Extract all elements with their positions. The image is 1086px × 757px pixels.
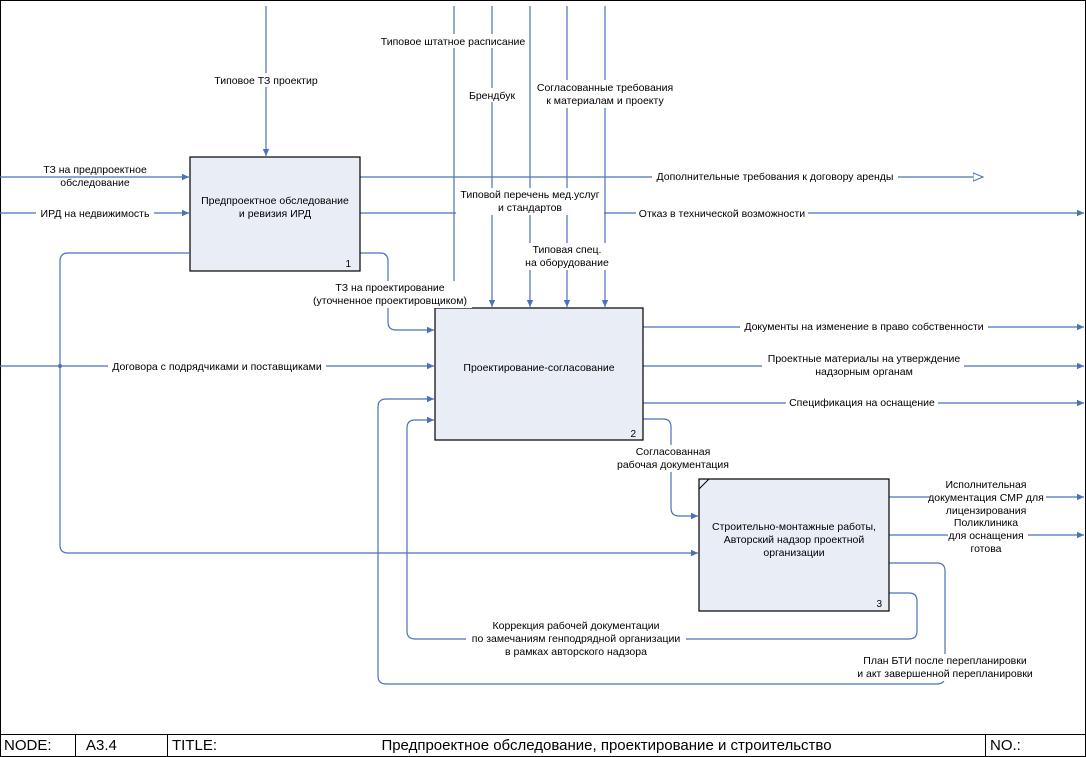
label-extra-req: Дополнительные требования к договору аре… [657, 171, 894, 183]
label-exec-docs-1: Исполнительная [946, 479, 1027, 491]
label-correction-1: Коррекция рабочей документации [493, 620, 660, 632]
box3-line3: организации [763, 547, 824, 559]
label-design-materials-2: надзорным органам [815, 366, 913, 378]
footer-node-label: NODE: [0, 735, 76, 757]
junction-dot [58, 364, 62, 368]
footer-title-value: Предпроектное обследование, проектирован… [224, 735, 986, 757]
arrow-bti-feedback [377, 395, 946, 685]
label-exec-docs-2: документация СМР для [928, 492, 1044, 504]
label-clinic-2: для оснащения [948, 530, 1023, 542]
label-equip-spec-2: на оборудование [525, 257, 609, 269]
label-tz-design-2: (уточненное проектировщиком) [313, 295, 467, 307]
label-tz-design-1: ТЗ на проектирование [335, 282, 444, 294]
arrow-labels: Типовое штатное расписание Типовое ТЗ пр… [36, 34, 1046, 681]
label-equip-spec-out: Спецификация на оснащение [789, 397, 935, 409]
label-agreed-docs-1: Согласованная [636, 446, 711, 458]
label-clinic-1: Поликлиника [954, 517, 1018, 529]
label-bti-2: и акт завершенной перепланировки [857, 668, 1033, 680]
activity-box-1[interactable]: Предпроектное обследование и ревизия ИРД… [189, 156, 361, 272]
label-agreed-req-1: Согласованные требования [537, 82, 673, 94]
label-contracts: Договора с подрядчиками и поставщиками [112, 361, 322, 373]
label-med-list-1: Типовой перечень мед.услуг [460, 189, 599, 201]
label-tech-refusal: Отказ в технической возможности [639, 208, 806, 220]
activity-box-3[interactable]: Строительно-монтажные работы, Авторский … [698, 478, 890, 612]
box3-line2: Авторский надзор проектной [724, 534, 865, 546]
footer-node-value: A3.4 [76, 735, 168, 757]
label-bti-1: План БТИ после перепланировки [863, 655, 1027, 667]
box1-line2: и ревизия ИРД [239, 208, 311, 220]
box3-line1: Строительно-монтажные работы, [712, 521, 876, 533]
box1-number: 1 [345, 259, 351, 270]
footer-no-label: NO.: [990, 737, 1021, 754]
label-agreed-docs-2: рабочая документация [617, 459, 729, 471]
label-typical-staff: Типовое штатное расписание [381, 36, 526, 48]
label-ownership-docs: Документы на изменение в право собственн… [744, 321, 983, 333]
label-ird-realty: ИРД на недвижимость [41, 208, 150, 220]
label-tz-preproject-1: ТЗ на предпроектное [43, 164, 147, 176]
box1-line1: Предпроектное обследование [201, 195, 349, 207]
label-agreed-req-2: к материалам и проекту [546, 95, 664, 107]
label-tz-preproject-2: обследование [60, 177, 130, 189]
label-brandbook: Брендбук [469, 90, 516, 102]
box3-number: 3 [876, 599, 882, 610]
label-typical-tz: Типовое ТЗ проектир [214, 75, 318, 87]
box2-number: 2 [630, 429, 636, 440]
activity-box-2[interactable]: Проектирование-согласование 2 [434, 307, 644, 441]
box2-line1: Проектирование-согласование [463, 362, 614, 374]
label-med-list-2: и стандартов [498, 202, 562, 214]
label-exec-docs-3: лицензирования [946, 505, 1027, 517]
label-design-materials-1: Проектные материалы на утверждение [768, 353, 961, 365]
footer-title-label: TITLE: [172, 737, 218, 754]
label-equip-spec-1: Типовая спец. [533, 244, 602, 256]
label-clinic-3: готова [970, 543, 1001, 555]
label-correction-2: по замечаниям генподрядной организации [472, 633, 681, 645]
diagram-footer: NODE: A3.4 TITLE: Предпроектное обследов… [0, 734, 1085, 757]
label-correction-3: в рамках авторского надзора [505, 646, 647, 658]
arrow-contracts-branch [59, 252, 698, 557]
